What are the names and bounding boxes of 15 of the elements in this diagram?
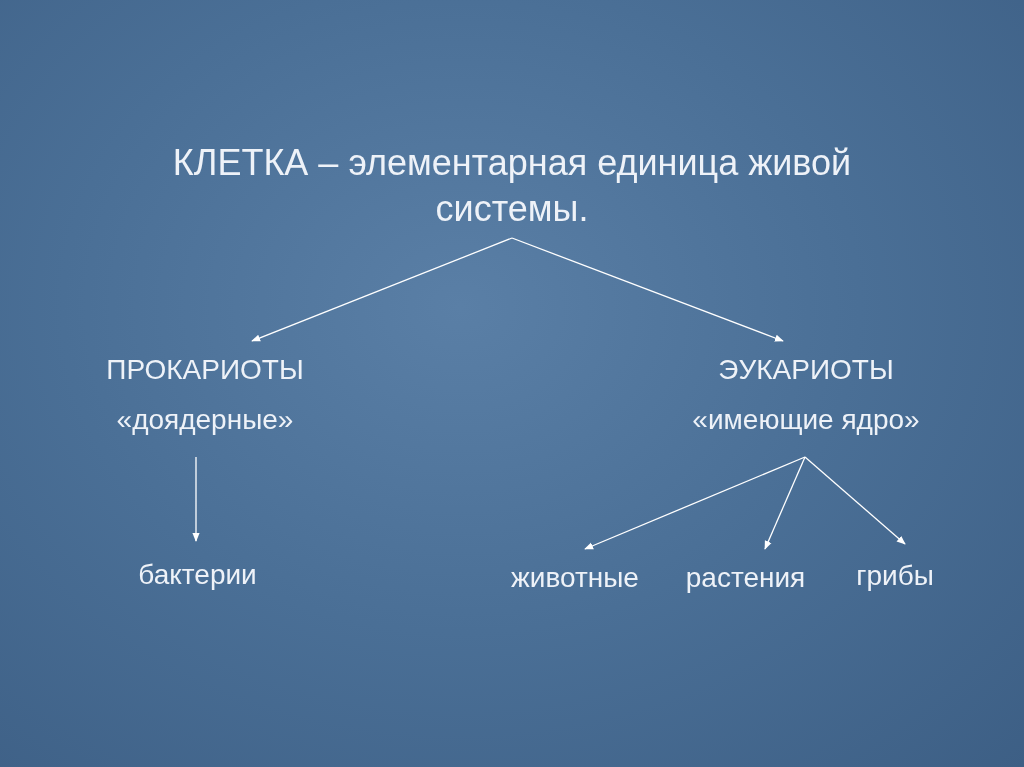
arrow (804, 456, 906, 545)
category-label: грибы (856, 559, 934, 593)
arrow (764, 456, 806, 550)
category-note: «доядерные» (116, 403, 294, 437)
arrow (251, 237, 513, 342)
heading-text: КЛЕТКА – элементарная единица живой системы. (171, 141, 853, 231)
arrow (192, 456, 200, 542)
category-note: «имеющие ядро» (692, 403, 920, 437)
category-label: ПРОКАРИОТЫ (106, 353, 304, 387)
category-label: бактерии (138, 558, 257, 592)
category-label: ЭУКАРИОТЫ (718, 353, 894, 387)
category-label: растения (685, 561, 806, 595)
arrow (584, 456, 806, 550)
category-label: животные (511, 561, 639, 595)
arrow (511, 237, 784, 342)
